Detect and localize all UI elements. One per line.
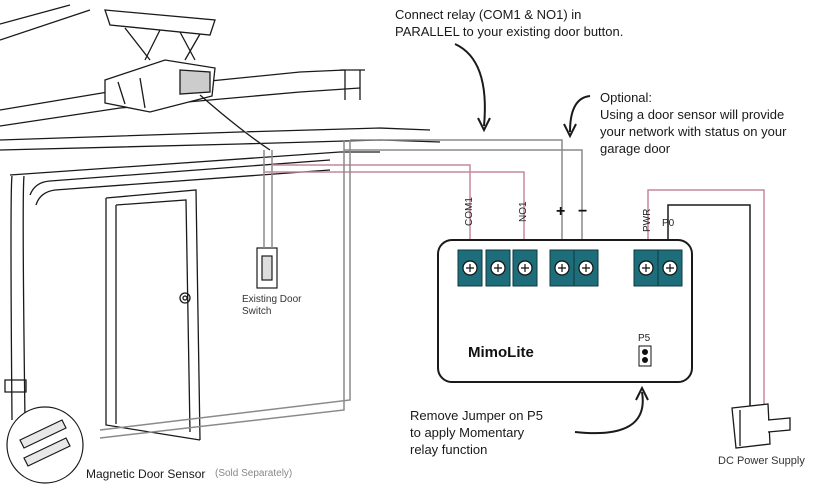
dc-power-label: DC Power Supply — [718, 455, 805, 467]
remove-jumper-note: Remove Jumper on P5 to apply Momentary r… — [410, 408, 543, 457]
terminal-blocks — [457, 249, 683, 287]
terminal-sign-plus: + — [556, 203, 566, 220]
terminal-label-pwr: PWR — [642, 208, 653, 232]
terminal-label-no1: NO1 — [518, 201, 529, 222]
jumper-p5 — [638, 345, 652, 367]
garage-structure — [0, 4, 441, 421]
annotation-arrows — [454, 43, 649, 435]
terminal-label-p0: P0 — [662, 218, 675, 229]
garage-opener — [104, 9, 271, 151]
terminal-label-com1: COM1 — [464, 197, 475, 226]
door-switch-label: Existing Door Switch — [242, 294, 302, 317]
magnetic-sensor-note: (Sold Separately) — [215, 468, 293, 479]
entry-door — [105, 189, 201, 441]
magnetic-sensor — [6, 406, 84, 484]
jumper-label: P5 — [638, 333, 651, 344]
magnetic-sensor-label: Magnetic Door Sensor — [86, 467, 206, 481]
connect-relay-note: Connect relay (COM1 & NO1) in PARALLEL t… — [395, 7, 624, 39]
dc-power-supply — [731, 403, 791, 449]
optional-note: Optional: Using a door sensor will provi… — [600, 90, 787, 156]
terminal-screws — [462, 260, 678, 276]
terminal-sign-minus: − — [578, 203, 588, 220]
device-name: MimoLite — [468, 344, 534, 361]
door-switch — [256, 247, 278, 289]
wires — [99, 139, 765, 439]
